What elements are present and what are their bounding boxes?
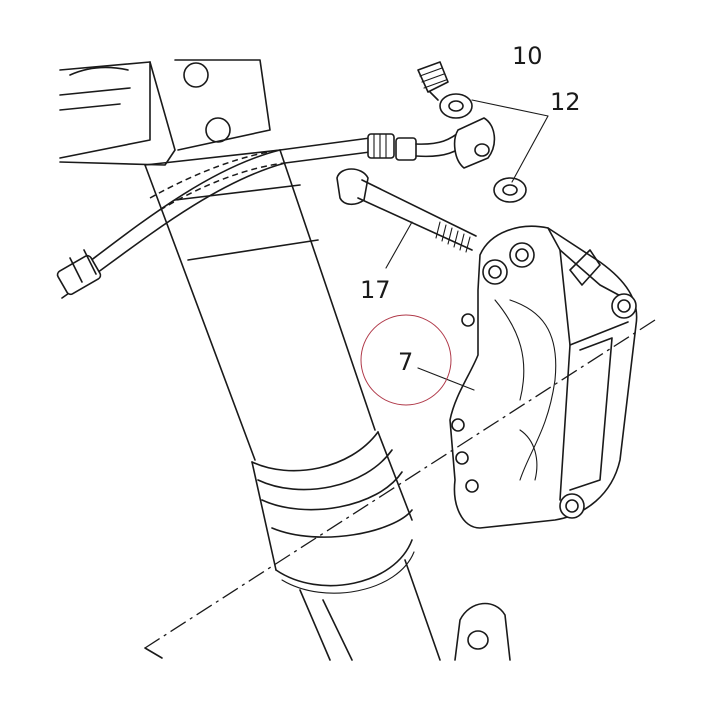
- callout-partial-label: 10: [512, 42, 543, 70]
- axle-bracket: [454, 602, 511, 661]
- callout-washers-label: 12: [550, 88, 581, 116]
- brake-hose: [56, 129, 471, 299]
- leader-lines: [385, 99, 549, 391]
- highlight-circle: [360, 314, 452, 406]
- brake-caliper: [449, 225, 638, 529]
- fork-yoke: [59, 59, 271, 166]
- callout-bolt-label: 17: [360, 276, 391, 304]
- fork-tube: [144, 149, 441, 661]
- mounting-bolt: [336, 168, 477, 253]
- top-crop-mask: [500, 0, 560, 45]
- callout-caliper-label: 7: [398, 348, 413, 376]
- banjo-assembly: [417, 61, 527, 203]
- center-line: [144, 319, 656, 659]
